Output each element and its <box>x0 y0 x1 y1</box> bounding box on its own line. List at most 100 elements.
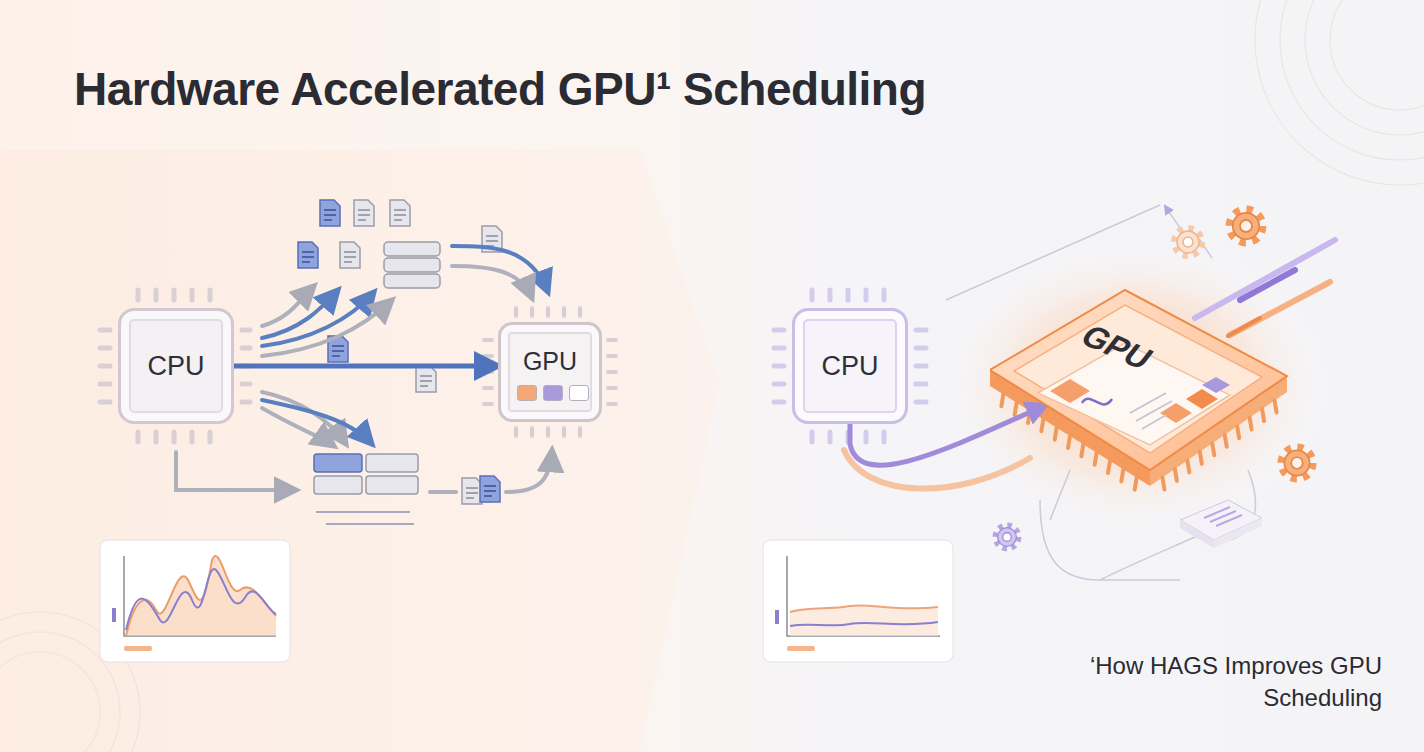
gpu-chip-pins-part <box>1121 469 1123 481</box>
task-documents-part <box>462 478 482 504</box>
decor-rings-part <box>1280 0 1424 160</box>
data-streams-part <box>1240 270 1295 300</box>
gpu-chip-pins-part <box>1250 418 1252 430</box>
gpu-chip-pins-part <box>1162 477 1164 489</box>
gpu-chip-pins-part <box>1262 409 1264 421</box>
gpu-chip-pins-part <box>1068 436 1070 448</box>
scattered-arrows-part <box>176 452 296 490</box>
gpu-chip-pins-part <box>1055 428 1057 440</box>
queue-stacks-part <box>316 512 414 524</box>
queue-stacks <box>314 242 440 524</box>
stable-chart-part <box>775 610 779 624</box>
gpu-chip-pins-part <box>1001 394 1003 406</box>
queue-stacks-part <box>384 258 440 272</box>
task-documents-part <box>416 366 436 392</box>
task-documents-part <box>480 476 500 502</box>
cpu-pins-part <box>100 330 110 402</box>
gpu-chip: GPU <box>498 322 602 422</box>
chip-label: GPU <box>523 347 577 376</box>
gpu-chip-pins-part <box>1212 443 1214 455</box>
gpu-chip-pins-part <box>1041 419 1043 431</box>
task-documents-part <box>340 242 360 268</box>
gpu-glow-part <box>935 235 1335 535</box>
gpu-chip-pins-part <box>1015 403 1017 415</box>
jitter-chart-part <box>126 569 276 630</box>
decor-rings-part <box>1255 0 1424 185</box>
cpu-chip: CPU <box>792 308 908 424</box>
task-documents-part <box>354 200 374 226</box>
jitter-chart <box>100 540 290 662</box>
stable-chart-part <box>790 622 938 626</box>
gpu-pins-part <box>516 308 580 316</box>
jitter-chart-part <box>100 540 290 662</box>
gpu-glow <box>935 235 1335 535</box>
data-streams-part <box>1165 206 1180 228</box>
gpu-chip-top <box>990 285 1290 485</box>
jitter-chart-part <box>126 556 276 636</box>
scattered-arrows-part <box>506 450 552 492</box>
gears-part <box>996 526 1018 548</box>
scattered-arrows-part <box>262 292 374 346</box>
task-documents-part <box>390 200 410 226</box>
gpu-chip-pins-part <box>1108 461 1110 473</box>
jitter-chart-part <box>112 608 116 622</box>
queue-stacks-part <box>384 242 440 256</box>
cpu-pins-part <box>138 432 210 442</box>
cpu-pins-part <box>774 330 784 402</box>
circuit-lines-part <box>1050 470 1070 520</box>
gears-part <box>1175 229 1201 255</box>
stable-chart-part <box>790 605 938 612</box>
scattered-arrows-part <box>452 266 532 298</box>
cpu-pins <box>774 290 926 442</box>
gpu-pins-part <box>516 428 580 436</box>
chip-label: CPU <box>821 351 878 382</box>
title: Hardware Accelerated GPU¹ Scheduling <box>74 62 926 116</box>
gpu-chip-pins-part <box>1187 460 1189 472</box>
gears-part <box>1230 210 1261 241</box>
caption: ‘How HAGS Improves GPU Scheduling <box>1082 650 1382 714</box>
queue-stacks-part <box>314 454 362 472</box>
data-streams-part <box>1195 240 1335 318</box>
circuit-lines-part <box>1040 500 1180 580</box>
gpu-chip-top-part <box>1014 305 1262 453</box>
gpu-chip-top-part <box>990 290 1287 470</box>
gpu-chip-pins-part <box>1237 426 1239 438</box>
queue-stacks-part <box>366 476 418 494</box>
circuit-lines-part <box>1100 530 1210 580</box>
gpu-chip-pins-part <box>1175 469 1177 481</box>
decor-rings-part <box>0 652 100 752</box>
gears-part <box>1282 448 1312 478</box>
stable-chart <box>763 540 953 662</box>
chip-label: CPU <box>147 351 204 382</box>
scattered-arrows-part <box>262 290 338 338</box>
io-device-part <box>1204 507 1242 526</box>
gpu-pins-part <box>484 340 492 404</box>
background-chevron-part <box>0 150 720 752</box>
data-streams-part <box>1228 318 1260 336</box>
stable-chart-part <box>790 605 938 636</box>
cpu-pins-part <box>812 290 884 300</box>
queue-stacks-part <box>314 476 362 494</box>
gpu-chip-pins-part <box>1225 435 1227 447</box>
stable-chart-part <box>763 540 953 662</box>
data-streams <box>844 206 1335 489</box>
scattered-arrows-part <box>262 300 392 356</box>
gpu-chip-pins-part <box>1275 401 1277 413</box>
gpu-chip-top-part <box>1186 389 1218 409</box>
task-documents-part <box>320 200 340 226</box>
gpu-pins-part <box>608 340 616 404</box>
stable-chart-part <box>787 646 815 651</box>
io-device-part <box>1180 520 1214 548</box>
cpu-pins-part <box>916 330 926 402</box>
stable-chart-part <box>787 556 940 636</box>
queue-stacks-part <box>366 454 418 472</box>
cpu-pins-part <box>138 290 210 300</box>
task-documents-part <box>298 242 318 268</box>
cpu-pins <box>100 290 250 442</box>
core-block <box>517 385 537 401</box>
core-block <box>543 385 563 401</box>
io-device-part <box>1214 518 1262 548</box>
jitter-chart-part <box>124 646 152 651</box>
gpu-pins <box>484 308 616 436</box>
